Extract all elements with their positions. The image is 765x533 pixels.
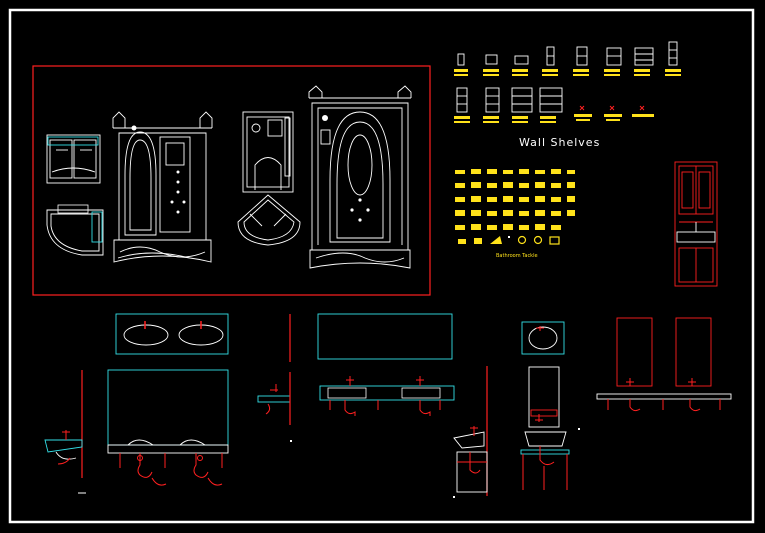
wall-shelf-row-2-tags [454, 116, 556, 123]
shower-group-border [32, 65, 431, 296]
counter-vanity-side [257, 372, 291, 425]
tall-mirror-cabinet [674, 161, 718, 287]
tall-mirror-cabinet-basin [676, 222, 716, 243]
console-sink-elevation [520, 366, 570, 490]
double-vanity-plan [115, 313, 229, 355]
counter-vanity-elevation [319, 376, 455, 416]
wall-shelves-title: Wall Shelves [519, 136, 600, 149]
accessory-row-6 [458, 235, 560, 245]
accessory-row-1 [455, 169, 575, 174]
accessory-row-3 [455, 196, 575, 202]
accessory-row-4 [455, 210, 575, 216]
shower-cabin-small-plan [46, 209, 104, 256]
drawing-marks [290, 236, 580, 498]
double-vanity-elevation [107, 369, 229, 486]
shower-cabin-large-jets [322, 115, 370, 222]
bathroom-accessories-grid: Bathroom Tackle [455, 169, 575, 259]
accessory-row-5 [455, 224, 561, 230]
shower-cabin-corner-plan [237, 194, 301, 246]
double-vanity-side [44, 370, 86, 494]
console-sink-plan [521, 321, 565, 355]
console-sink-side [453, 366, 488, 496]
shower-cabin-medium-elevation [112, 111, 213, 263]
counter-vanity-plan [289, 313, 453, 362]
shower-cabin-small-elevation [46, 134, 101, 184]
shower-cabin-medium-panel [131, 125, 186, 214]
wall-shelf-row-2 [456, 87, 563, 113]
sheet-frame [8, 8, 755, 524]
cabinet-hook-symbols [579, 105, 645, 111]
accessory-row-2 [455, 182, 575, 188]
wall-shelf-row-1-tags [454, 69, 681, 76]
bathroom-tackle-caption: Bathroom Tackle [496, 253, 538, 259]
shower-cabin-corner-elevation [242, 111, 294, 193]
cabinet-hook-tags [574, 114, 654, 121]
twin-mirror-vanity [596, 317, 732, 412]
shower-cabins-group [32, 65, 431, 296]
wall-shelves-group: Wall Shelves [454, 41, 681, 149]
wall-shelf-row-1 [457, 41, 678, 66]
shower-cabin-large-elevation [308, 85, 412, 269]
